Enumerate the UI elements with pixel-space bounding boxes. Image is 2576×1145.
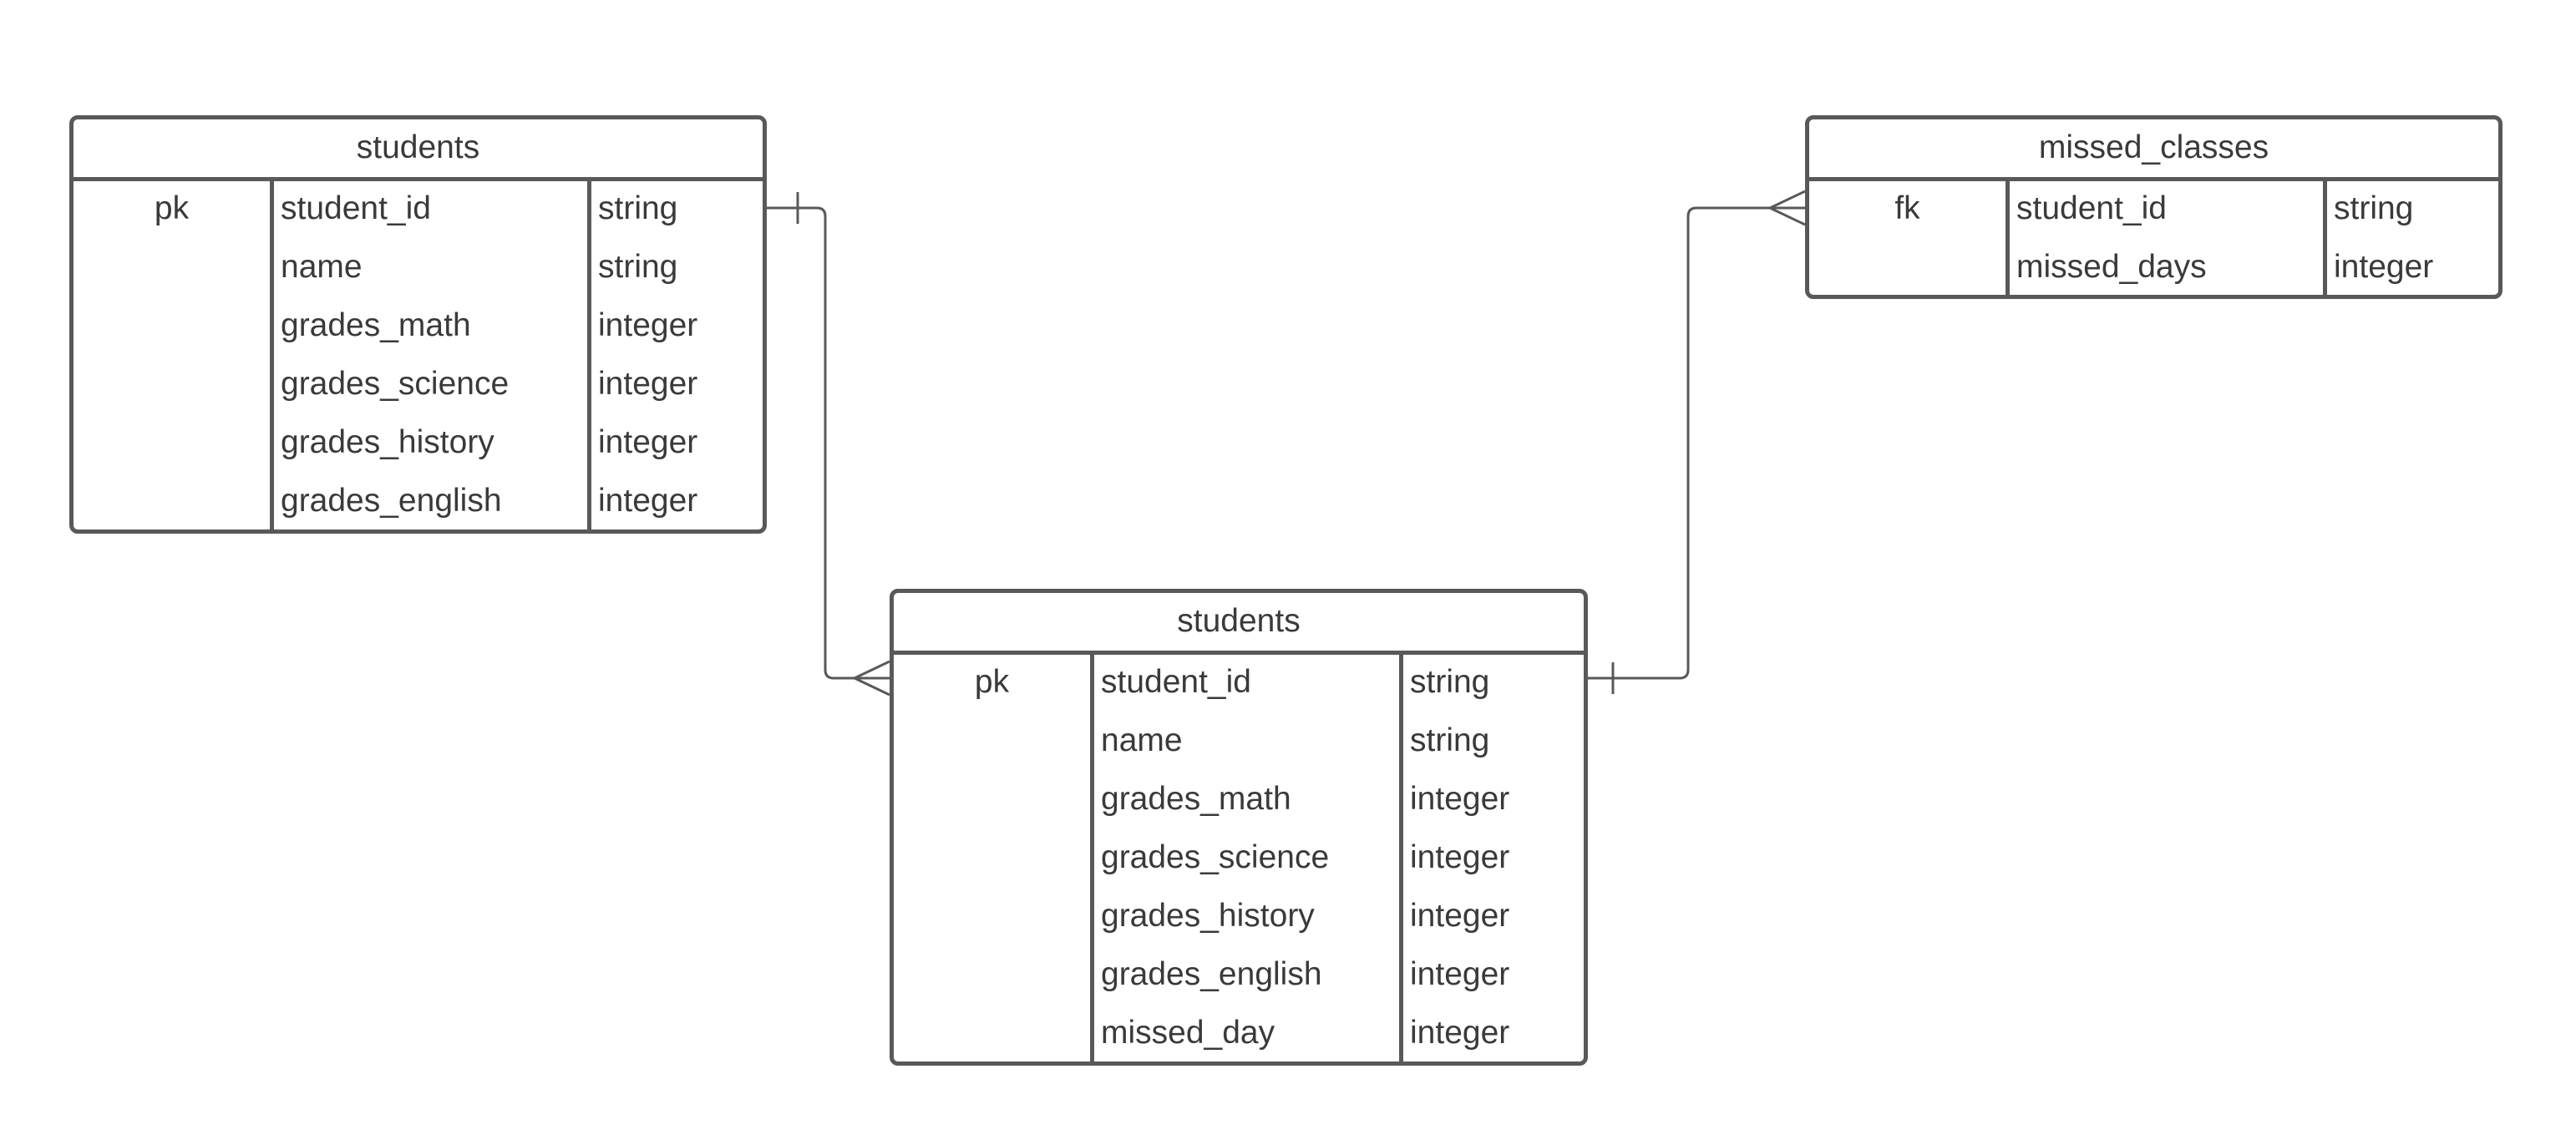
many-marker: [851, 660, 890, 697]
key-cell: [894, 772, 1090, 830]
field-type-cell: string: [2334, 190, 2414, 226]
field-name-cell: missed_days: [2016, 249, 2207, 285]
name-column: student_id missed_days: [2010, 181, 2327, 298]
key-cell: [74, 298, 270, 357]
key-cell: fk: [1894, 190, 1920, 226]
entity-title: students: [74, 119, 763, 181]
field-name-cell: student_id: [1101, 664, 1251, 700]
key-cell: [894, 947, 1090, 1006]
entity-title: students: [894, 593, 1584, 655]
many-marker: [1767, 190, 1806, 226]
field-type-cell: integer: [1410, 781, 1510, 817]
field-type-cell: integer: [1410, 839, 1510, 875]
field-type-cell: integer: [598, 424, 698, 460]
key-cell: [74, 357, 270, 415]
entity-fields: fk student_id missed_days string integer: [1809, 181, 2498, 298]
field-type-cell: string: [598, 249, 678, 285]
field-name-cell: grades_science: [1101, 839, 1330, 875]
key-cell: [894, 889, 1090, 947]
field-name-cell: student_id: [281, 190, 431, 226]
field-name-cell: grades_english: [281, 483, 502, 519]
connector-line: [1588, 206, 1805, 680]
field-name-cell: grades_english: [1101, 956, 1322, 992]
key-cell: [894, 713, 1090, 772]
field-name-cell: name: [281, 249, 363, 285]
key-cell: [74, 415, 270, 474]
type-column: string integer: [2327, 181, 2498, 298]
field-name-cell: grades_history: [281, 424, 494, 460]
field-type-cell: string: [1410, 664, 1490, 700]
field-name-cell: grades_history: [1101, 898, 1315, 934]
field-type-cell: integer: [598, 483, 698, 519]
field-type-cell: integer: [1410, 1015, 1510, 1051]
field-type-cell: string: [1410, 722, 1490, 758]
key-cell: [74, 240, 270, 298]
type-column: string string integer integer integer integer: [591, 181, 763, 532]
field-name-cell: name: [1101, 722, 1183, 758]
key-column: pk: [74, 181, 274, 532]
relationship-students-to-students[interactable]: [767, 192, 890, 697]
field-type-cell: integer: [1410, 898, 1510, 934]
field-name-cell: student_id: [2016, 190, 2167, 226]
field-type-cell: string: [598, 190, 678, 226]
key-column: pk: [894, 655, 1094, 1064]
field-name-cell: grades_math: [281, 307, 471, 343]
key-cell: [1809, 240, 2006, 298]
field-type-cell: integer: [598, 307, 698, 343]
key-cell: pk: [974, 664, 1010, 700]
entity-title: missed_classes: [1809, 119, 2498, 181]
field-name-cell: grades_science: [281, 366, 510, 402]
field-type-cell: integer: [1410, 956, 1510, 992]
field-type-cell: integer: [2334, 249, 2434, 285]
field-name-cell: grades_math: [1101, 781, 1291, 817]
type-column: string string integer integer integer integer…: [1403, 655, 1584, 1064]
connector-line: [767, 206, 890, 680]
relationship-students-to-missed-classes[interactable]: [1588, 190, 1806, 694]
key-cell: pk: [154, 190, 190, 226]
field-name-cell: missed_day: [1101, 1015, 1275, 1051]
key-cell: [74, 474, 270, 532]
key-column: fk: [1809, 181, 2010, 298]
key-cell: [894, 830, 1090, 889]
key-cell: [894, 1006, 1090, 1064]
field-type-cell: integer: [598, 366, 698, 402]
